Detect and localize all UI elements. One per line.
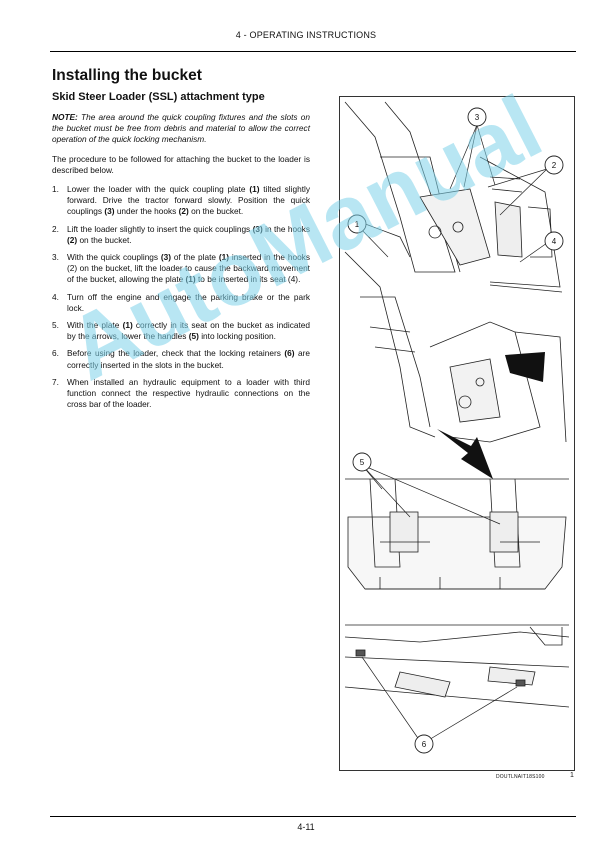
step-text: to be inserted in its seat (4). [195,274,301,285]
callout-label: 6 [422,740,427,749]
step-ref: (1) [185,274,196,285]
step-text: into locking position. [198,331,276,342]
step-text: Turn off the engine and engage the parki… [67,291,310,313]
note-paragraph: NOTE: The area around the quick coupling… [52,112,310,146]
step-ref: (3) [160,252,172,263]
callout-4 [544,231,564,251]
callout-label: 5 [360,458,365,467]
step-ref: (1) [218,252,229,263]
callout-6 [414,734,434,754]
figure-illustration: 3 2 1 4 5 6 [344,101,570,754]
step-text: on the bucket. [188,206,244,217]
step-ref: (2) [67,234,78,245]
step-number: 2. [52,223,59,234]
callout-3 [467,107,487,127]
step-text: tilted slightly forward. Drive the tract… [67,184,310,217]
callout-2 [544,155,564,175]
step-number: 7. [52,376,59,387]
step-text: With the quick couplings [67,252,161,263]
step-text: are correctly inserted in the slots in t… [67,348,311,370]
step-text: Lift the loader slightly to insert the q… [67,223,253,234]
section-subtitle: Skid Steer Loader (SSL) attachment type [52,91,265,103]
panel-retainers-detail [344,624,570,708]
instructions-column: NOTE: The area around the quick coupling… [52,112,310,416]
step-item: 4. Turn off the engine and engage the par… [52,292,310,314]
callout-label: 2 [552,161,557,170]
step-ref: (6) [284,348,295,359]
step-number: 3. [52,252,59,263]
step-item: 2. Lift the loader slightly to insert the… [52,224,310,246]
step-text: of the plate [171,252,219,263]
footer-rule [50,816,576,817]
step-ref: (1) [249,184,260,195]
note-label: NOTE: [52,112,78,122]
step-item: 3. With the quick couplings (3) of the pl… [52,252,310,286]
panel-handles-detail [345,478,569,590]
insertion-arrow-icon [505,352,545,382]
step-text: Lower the loader with the quick coupling… [67,184,250,195]
step-ref: (2) [178,206,189,217]
callout-leaders [359,124,548,745]
procedure-steps: 1. Lower the loader with the quick coupli… [52,184,310,410]
step-number: 6. [52,348,59,359]
step-item: 6. Before using the loader, check that th… [52,348,310,370]
header-rule [50,51,576,52]
step-text: in the hooks [262,223,310,234]
callout-label: 4 [552,237,557,246]
step-item: 7. When installed an hydraulic equipment … [52,377,310,411]
step-text: inserted in the hooks (2) on the bucket,… [67,252,310,285]
step-text: correctly in its seat on the bucket as i… [67,320,310,342]
intro-paragraph: The procedure to be followed for attachi… [52,153,310,175]
step-item: 5. With the plate (1) correctly in its se… [52,320,310,342]
note-text: The area around the quick coupling fixtu… [52,112,310,145]
step-ref: (5) [188,331,199,342]
step-text: under the hooks [114,206,179,217]
panel-locking-detail [344,251,567,443]
step-item: 1. Lower the loader with the quick coupli… [52,184,310,218]
step-ref: (1) [122,320,133,331]
callout-label: 3 [475,113,480,122]
step-text: on the bucket. [77,234,132,245]
insertion-arrow-icon [437,429,493,479]
figure-caption: DOUTLNAIT18S100 [496,774,545,780]
step-text: Before using the loader, check that the … [67,348,285,359]
step-ref: (3) [252,223,263,234]
step-number: 1. [52,184,59,195]
step-number: 5. [52,320,59,331]
step-ref: (3) [104,206,115,217]
step-number: 4. [52,291,59,302]
step-text: With the plate [67,320,123,331]
callout-1 [347,214,367,234]
page-title: Installing the bucket [52,67,202,84]
figure-number: 1 [570,772,574,779]
callout-5 [352,452,372,472]
panel-coupling-overview [344,101,563,293]
page-number: 4-11 [297,822,315,832]
bucket-installation-figure: 3 2 1 4 5 6 [339,96,575,771]
running-header: 4 - OPERATING INSTRUCTIONS [235,30,377,40]
callout-label: 1 [355,220,360,229]
step-text: When installed an hydraulic equipment to… [67,376,310,410]
